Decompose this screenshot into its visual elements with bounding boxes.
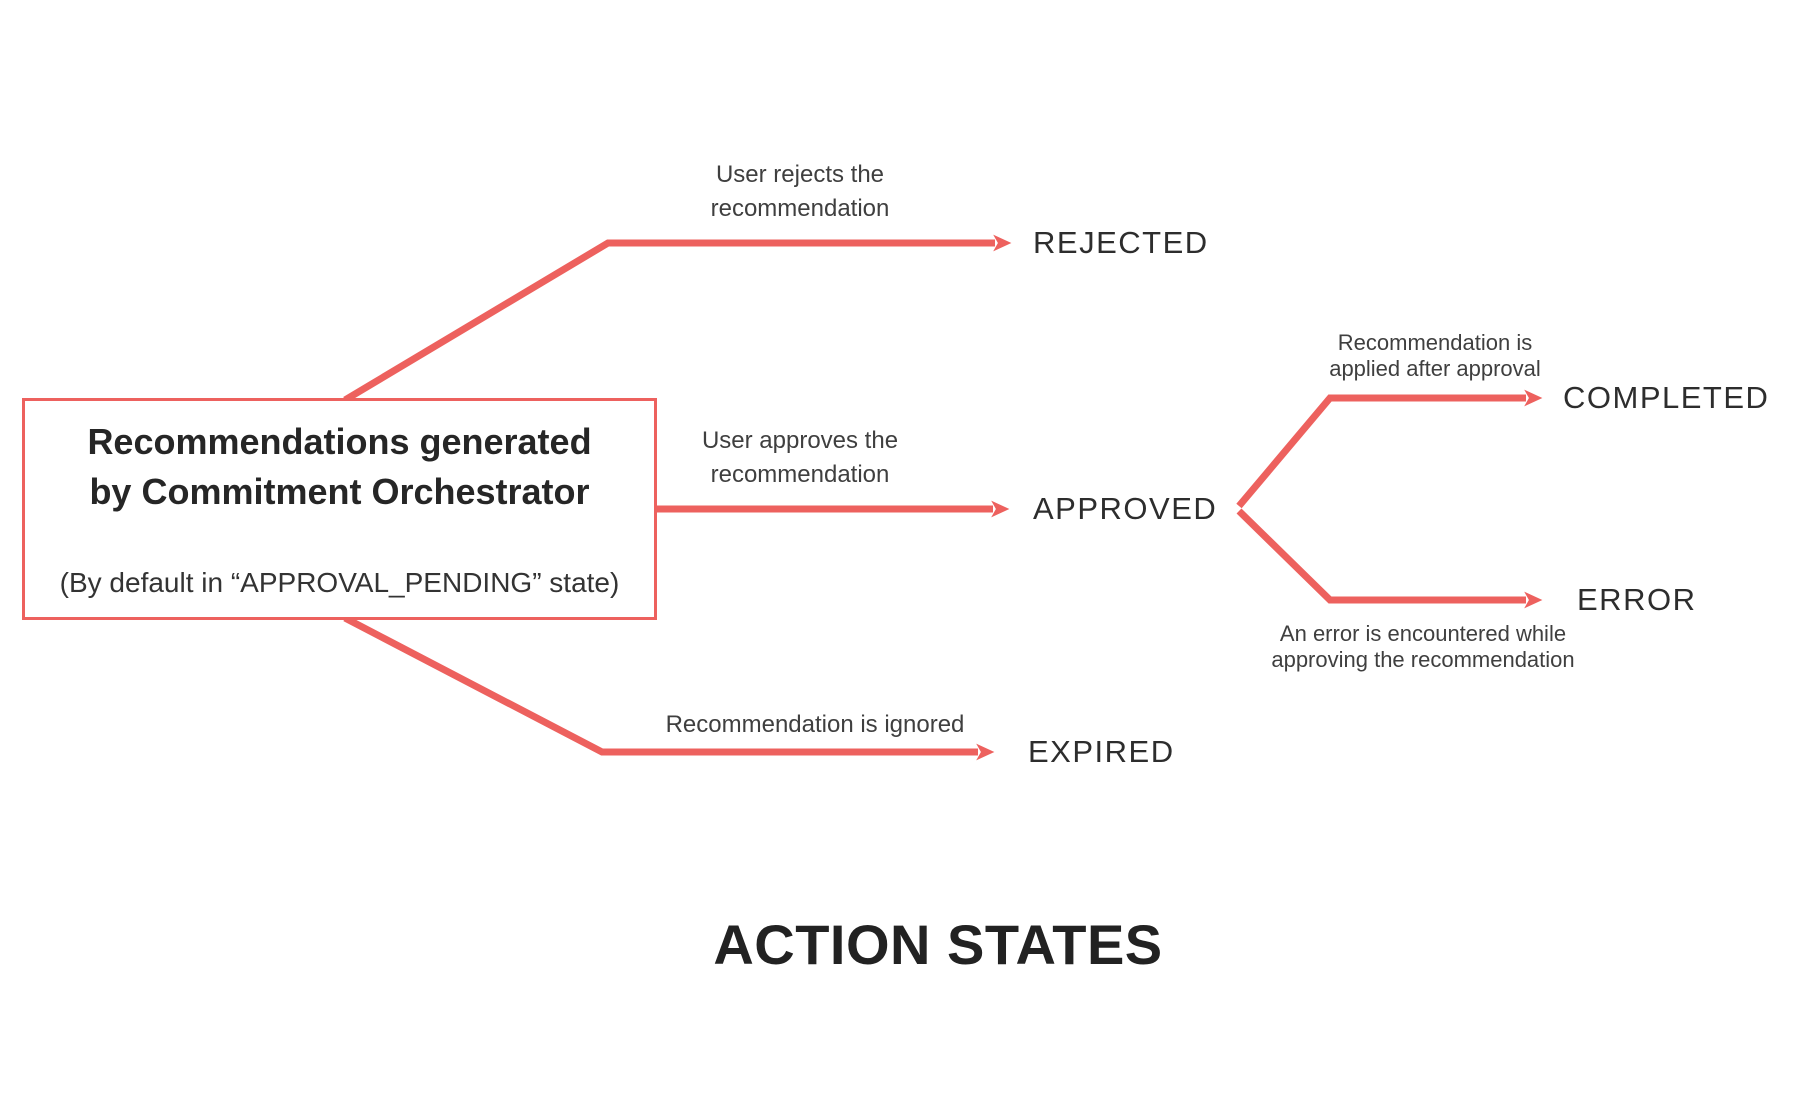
arrow-error — [1236, 508, 1543, 609]
source-box-title-line2: by Commitment Orchestrator — [89, 471, 590, 512]
diagram-title: ACTION STATES — [713, 913, 1163, 976]
source-box-subtitle: (By default in “APPROVAL_PENDING” state) — [59, 567, 620, 598]
source-box-title: Recommendations generated by Commitment … — [25, 417, 654, 517]
transition-label-approve: User approves the recommendation — [680, 424, 920, 492]
transition-label-reject: User rejects the recommendation — [680, 158, 920, 226]
source-box-title-line1: Recommendations generated — [87, 421, 592, 462]
arrow-completed — [1236, 389, 1543, 509]
transition-label-error-line1: An error is encountered while — [1279, 621, 1567, 646]
transition-label-approve-line1: User approves the — [701, 427, 899, 454]
transition-label-expire-line1: Recommendation is ignored — [665, 711, 965, 738]
arrow-expired — [343, 614, 995, 761]
state-label-approved: APPROVED — [1033, 491, 1218, 526]
transition-label-error-line2: approving the recommendation — [1271, 647, 1575, 672]
transition-label-approve-line2: recommendation — [710, 461, 890, 488]
source-box: Recommendations generated by Commitment … — [22, 398, 657, 620]
transition-label-expire: Recommendation is ignored — [615, 708, 1015, 742]
transition-label-reject-line2: recommendation — [710, 195, 890, 222]
state-label-error: ERROR — [1577, 582, 1697, 617]
state-label-rejected: REJECTED — [1033, 225, 1209, 260]
state-label-expired: EXPIRED — [1028, 734, 1175, 769]
transition-label-error: An error is encountered while approving … — [1268, 621, 1578, 673]
transition-label-complete-line1: Recommendation is — [1337, 330, 1533, 355]
transition-label-reject-line1: User rejects the — [715, 161, 885, 188]
transition-label-complete-line2: applied after approval — [1329, 356, 1541, 381]
transition-label-complete: Recommendation is applied after approval — [1310, 330, 1560, 382]
state-label-completed: COMPLETED — [1563, 380, 1770, 415]
arrow-rejected — [343, 234, 1012, 404]
